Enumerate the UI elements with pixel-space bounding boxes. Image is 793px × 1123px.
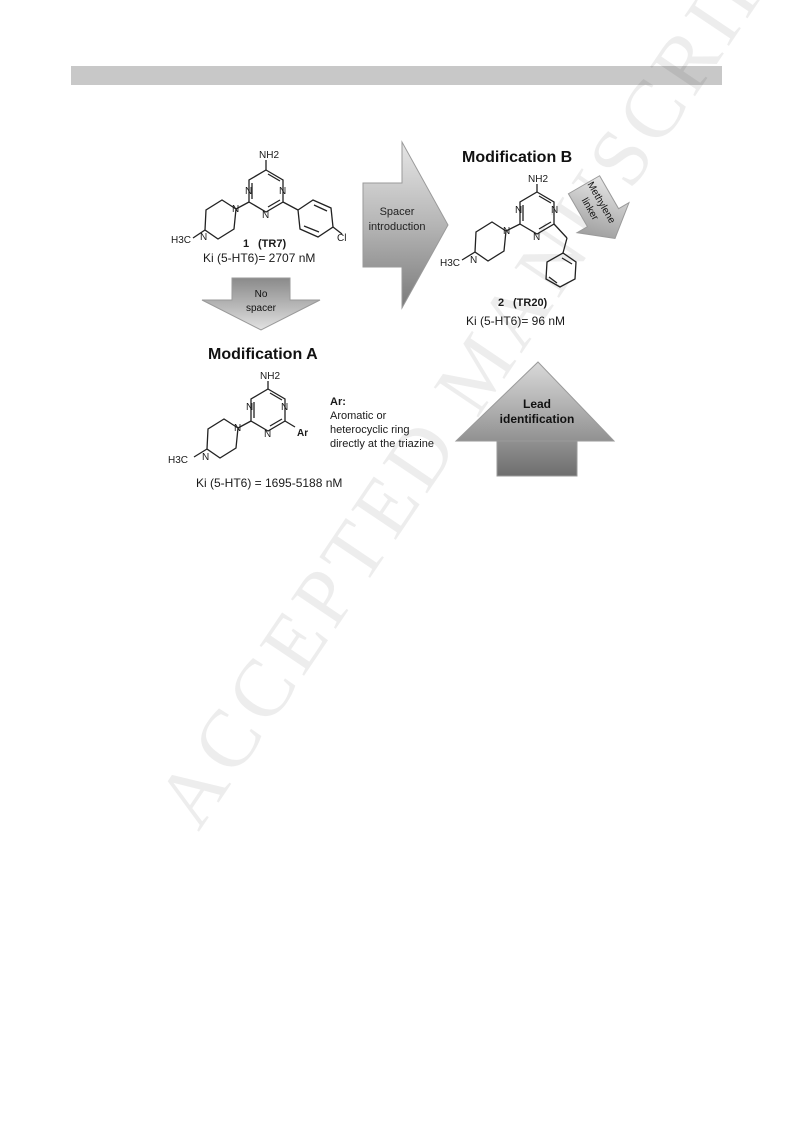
atom-n: N xyxy=(279,186,286,197)
compound-1-number: 1 xyxy=(243,238,249,250)
atom-n: N xyxy=(245,186,252,197)
lead-identification-arrow: Lead identification xyxy=(454,361,616,477)
modification-b-title: Modification B xyxy=(462,149,572,166)
atom-n: N xyxy=(264,429,271,440)
atom-n: N xyxy=(470,255,477,266)
compound-1-structure xyxy=(192,160,343,240)
ar-description: Ar: Aromatic or heterocyclic ring direct… xyxy=(330,396,434,450)
nh2-label: NH2 xyxy=(259,150,279,161)
atom-n: N xyxy=(202,452,209,463)
h3c-label-a: H3C xyxy=(168,455,188,466)
atom-n: N xyxy=(246,402,253,413)
identification-label: identification xyxy=(500,412,575,426)
atom-n: N xyxy=(551,205,558,216)
compound-1-labels: NH2 N N N N N Cl H3C 1 (TR7) Ki (5-HT6)=… xyxy=(171,150,346,265)
compound-1-ki: Ki (5-HT6)= 2707 nM xyxy=(203,251,315,265)
modification-a-structure xyxy=(193,381,296,459)
modification-a-ki: Ki (5-HT6) = 1695-5188 nM xyxy=(196,476,342,490)
ar-desc-line-3: directly at the triazine xyxy=(330,438,434,450)
atom-n: N xyxy=(262,210,269,221)
atom-n: N xyxy=(200,232,207,243)
header-bar xyxy=(71,66,722,85)
compound-2-code: (TR20) xyxy=(513,297,548,309)
atom-n: N xyxy=(533,232,540,243)
compound-2-labels: NH2 N N N N N H3C 2 (TR20) Ki (5-HT6)= 9… xyxy=(440,174,565,328)
atom-n: N xyxy=(232,204,239,215)
modification-a-title: Modification A xyxy=(208,346,318,363)
atom-n: N xyxy=(515,205,522,216)
ar-label: Ar: xyxy=(330,396,346,408)
ar-substituent: Ar xyxy=(297,428,308,439)
methylene-linker-arrow: Methylene linker xyxy=(567,175,630,239)
introduction-label: introduction xyxy=(369,221,426,233)
atom-n: N xyxy=(503,226,510,237)
no-spacer-arrow: No spacer xyxy=(201,277,321,331)
nh2-label-b: NH2 xyxy=(528,174,548,185)
compound-2-structure xyxy=(461,184,577,288)
compound-2-ki: Ki (5-HT6)= 96 nM xyxy=(466,314,565,328)
ar-desc-line-2: heterocyclic ring xyxy=(330,424,409,436)
nh2-label-a: NH2 xyxy=(260,371,280,382)
no-label: No xyxy=(255,289,268,300)
spacer-introduction-arrow: Spacer introduction xyxy=(362,140,449,310)
h3c-label: H3C xyxy=(171,235,191,246)
compound-1-code: (TR7) xyxy=(258,238,286,250)
cl-label: Cl xyxy=(337,233,346,244)
h3c-label-b: H3C xyxy=(440,258,460,269)
lead-label: Lead xyxy=(523,397,551,411)
spacer-label: Spacer xyxy=(380,206,415,218)
modification-a-labels: NH2 N N N N N H3C Ar xyxy=(168,371,308,466)
spacer-label-2: spacer xyxy=(246,303,277,314)
compound-2-number: 2 xyxy=(498,297,504,309)
atom-n: N xyxy=(234,423,241,434)
ar-desc-line-1: Aromatic or xyxy=(330,410,387,422)
atom-n: N xyxy=(281,402,288,413)
